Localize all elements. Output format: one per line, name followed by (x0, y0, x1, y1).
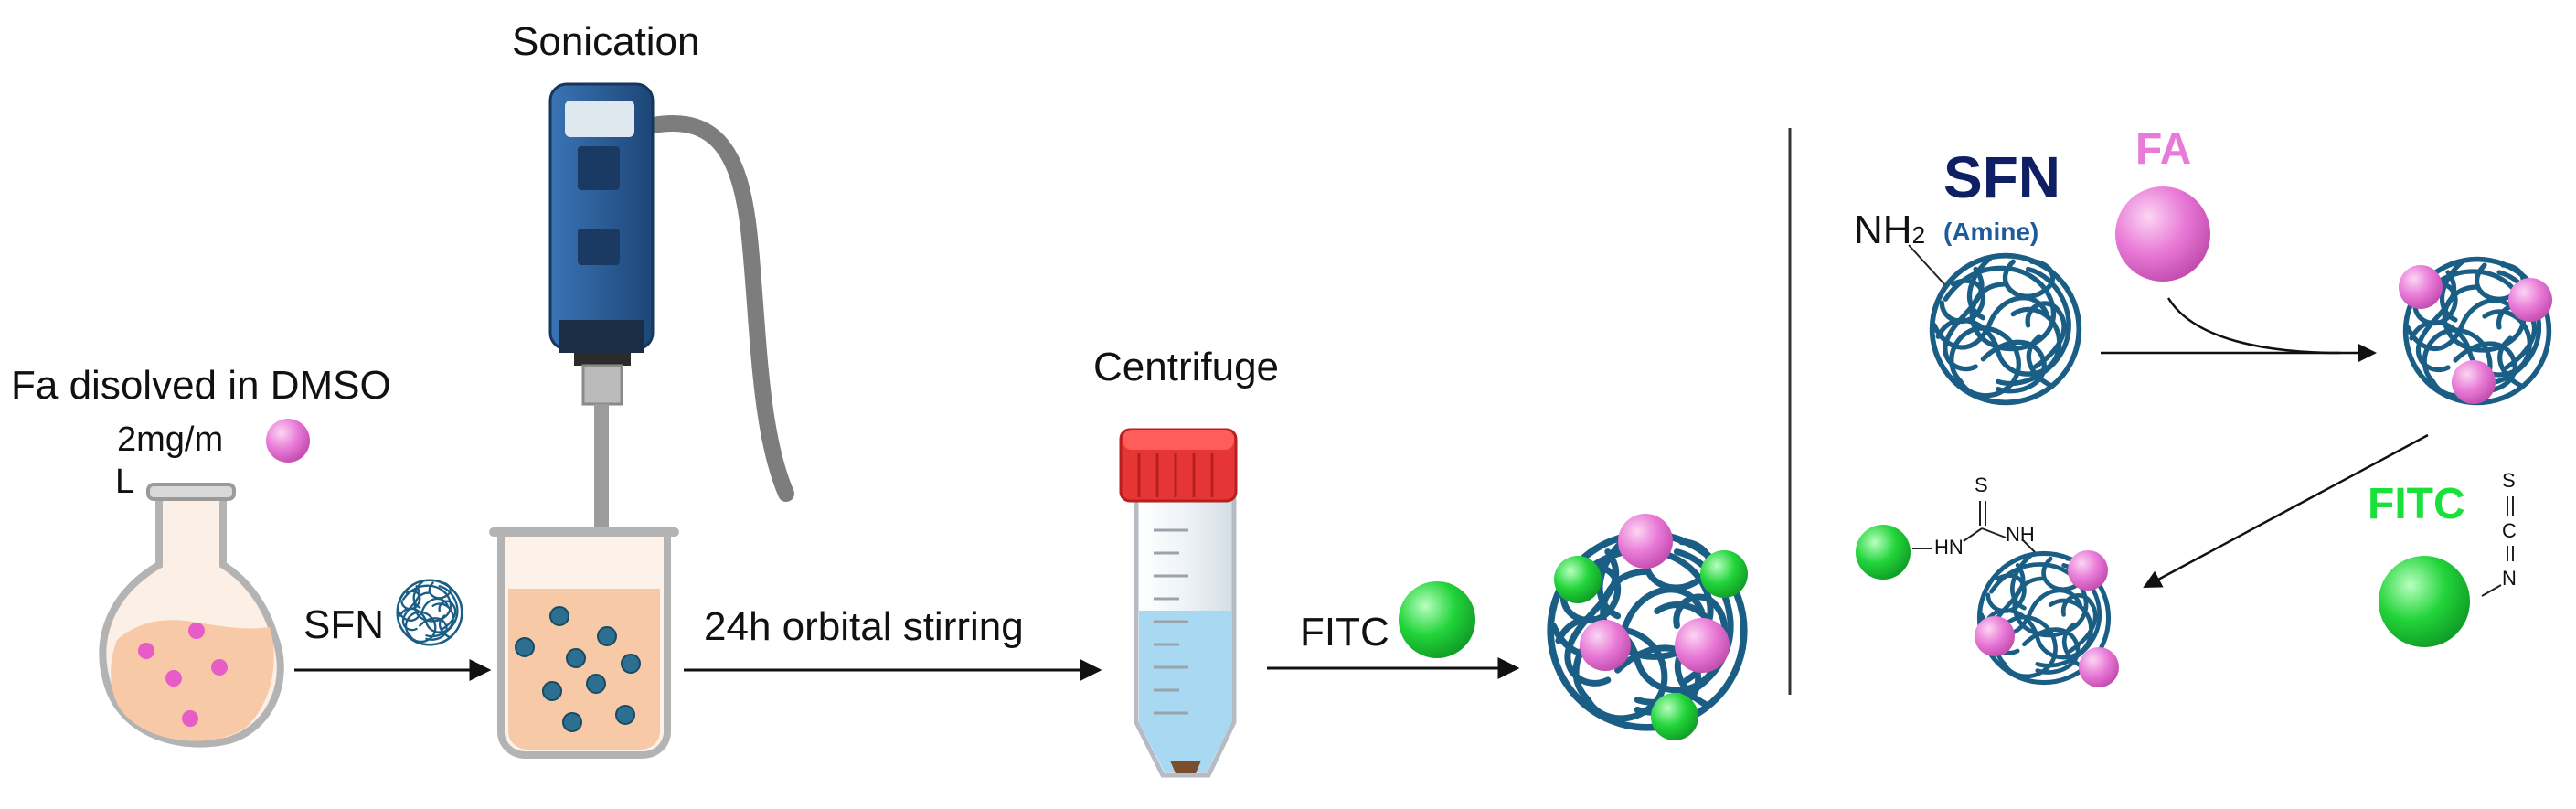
fa-ball-icon (2115, 186, 2210, 282)
fa-fitc-nanoparticle-icon (1550, 514, 1748, 740)
fitc-thiourea-ball-icon (1856, 525, 1911, 580)
fa-title: FA (2135, 125, 2192, 174)
centrifuge-tube-icon (1119, 428, 1238, 778)
sfn-fa-fitc-conjugate-icon (1975, 550, 2119, 687)
sfn-amine-nanoparticle-icon (1932, 256, 2080, 403)
fa-dissolved-label: Fa disolved in DMSO (11, 363, 391, 408)
nh2-bond-line (1908, 244, 1946, 286)
sfn-fa-conjugate-icon (2399, 260, 2552, 404)
fitc-bond-line (2481, 584, 2502, 597)
sfn-nanoparticle-icon (396, 579, 463, 646)
sonicator-probe-icon (548, 82, 794, 541)
fa-joining-curve (2166, 297, 2341, 355)
isothiocyanate-c-label: C (2502, 519, 2517, 542)
fitc-small-label: FITC (1300, 610, 1389, 655)
arrow-to-final-conjugate (2143, 433, 2429, 589)
isothiocyanate-bonds (2507, 496, 2514, 561)
nh2-label: NH2 (1854, 208, 1926, 252)
thiourea-nh-label: NH (2006, 523, 2035, 546)
thiourea-bonds (1912, 501, 2038, 555)
fa-particle-icon (266, 419, 310, 463)
thiourea-hn-label: HN (1934, 536, 1964, 559)
sfn-title: SFN (1943, 144, 2060, 210)
fitc-title: FITC (2368, 480, 2465, 528)
amine-label: (Amine) (1943, 218, 2039, 246)
fitc-particle-icon (1399, 581, 1475, 658)
centrifuge-label: Centrifuge (1093, 345, 1280, 389)
sonication-label: Sonication (512, 19, 700, 64)
stirring-label: 24h orbital stirring (704, 604, 1024, 649)
isothiocyanate-n-label: N (2502, 567, 2517, 590)
sfn-small-label: SFN (303, 602, 384, 647)
thiourea-s-label: S (1975, 474, 1988, 496)
concentration-label-line1: 2mg/m (117, 420, 224, 459)
isothiocyanate-s-label: S (2502, 469, 2516, 492)
fitc-ball-icon (2379, 556, 2470, 647)
beaker-icon (489, 527, 679, 759)
round-flask-icon (99, 483, 284, 748)
concentration-label-line2: L (115, 463, 135, 501)
